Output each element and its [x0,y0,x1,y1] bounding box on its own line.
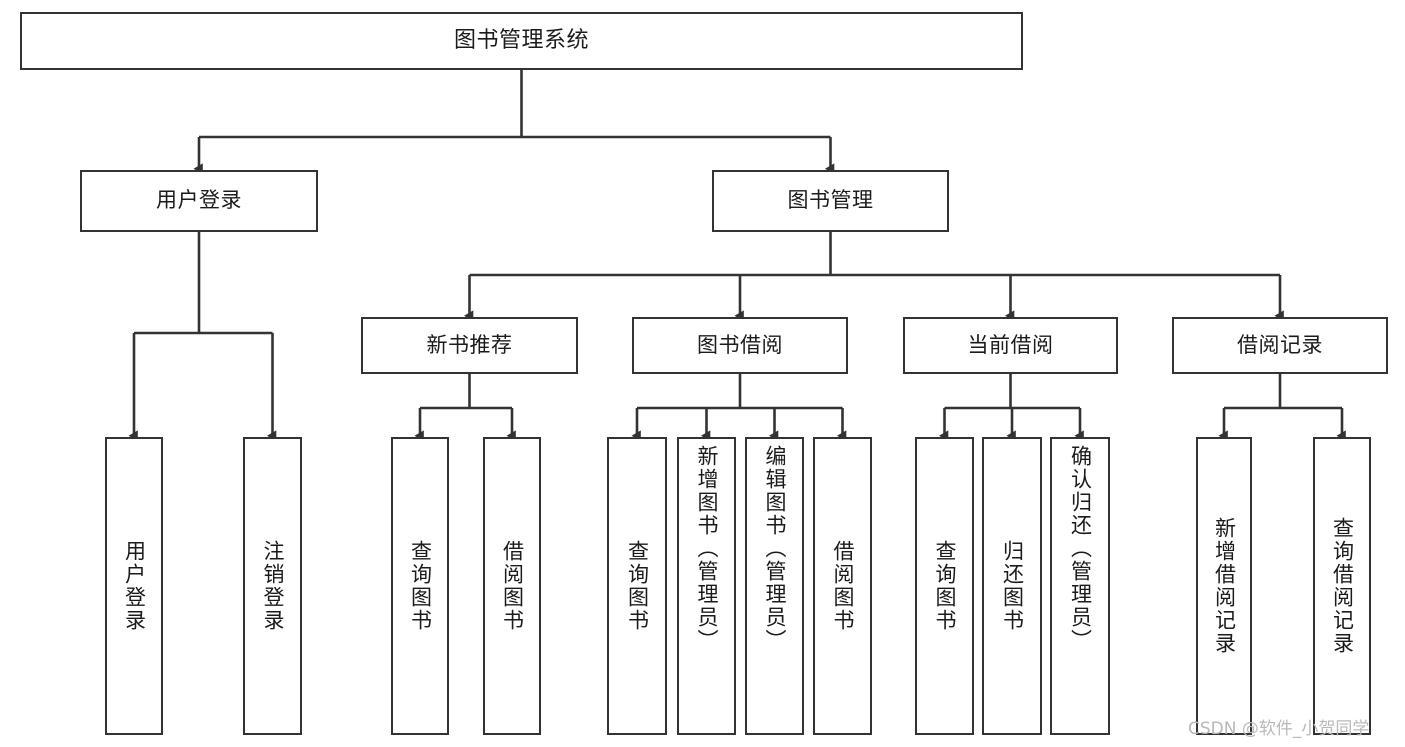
node-label: 用户登录 [122,540,147,632]
node-label: 图书借阅 [697,332,783,357]
leaf-query-book-2[interactable]: 查询图书 [607,437,667,735]
node-book-management[interactable]: 图书管理 [712,170,949,232]
node-label: 新增图书（管理员） [695,445,719,652]
node-label: 注销登录 [261,540,285,632]
node-borrowing-record[interactable]: 借阅记录 [1172,317,1388,374]
leaf-add-borrow-record[interactable]: 新增借阅记录 [1196,437,1252,735]
leaf-confirm-return-admin[interactable]: 确认归还（管理员） [1050,437,1110,735]
node-label: 借阅图书 [831,540,855,632]
node-label: 编辑图书（管理员） [763,445,787,652]
csdn-watermark: CSDN @软件_小贺同学 [1188,719,1370,739]
leaf-query-book-1[interactable]: 查询图书 [391,437,449,735]
node-book-borrowing[interactable]: 图书借阅 [632,317,848,374]
leaf-return-book[interactable]: 归还图书 [982,437,1042,735]
node-label: 查询图书 [408,540,433,632]
node-label: 图书管理 [787,188,874,213]
leaf-add-book-admin[interactable]: 新增图书（管理员） [677,437,736,735]
leaf-query-borrow-record[interactable]: 查询借阅记录 [1313,437,1371,735]
node-root-book-management-system[interactable]: 图书管理系统 [20,12,1023,70]
node-label: 查询借阅记录 [1330,517,1355,655]
leaf-borrow-book-2[interactable]: 借阅图书 [813,437,872,735]
node-label: 查询图书 [933,540,957,632]
node-label: 归还图书 [1000,540,1025,632]
node-label: 图书管理系统 [453,27,589,53]
node-user-login[interactable]: 用户登录 [80,170,318,232]
node-label: 借阅图书 [500,540,525,632]
node-label: 查询图书 [625,540,650,632]
node-label: 新增借阅记录 [1212,517,1237,655]
leaf-user-login[interactable]: 用户登录 [105,437,163,735]
leaf-edit-book-admin[interactable]: 编辑图书（管理员） [745,437,804,735]
leaf-borrow-book-1[interactable]: 借阅图书 [483,437,541,735]
node-label: 确认归还（管理员） [1068,445,1093,652]
leaf-query-book-3[interactable]: 查询图书 [915,437,974,735]
node-label: 当前借阅 [967,332,1054,357]
node-label: 新书推荐 [426,332,513,357]
node-label: 借阅记录 [1237,332,1323,357]
node-new-book-recommendation[interactable]: 新书推荐 [361,317,578,374]
leaf-user-logout[interactable]: 注销登录 [243,437,302,735]
node-current-borrowing[interactable]: 当前借阅 [903,317,1118,374]
node-label: 用户登录 [156,188,242,213]
